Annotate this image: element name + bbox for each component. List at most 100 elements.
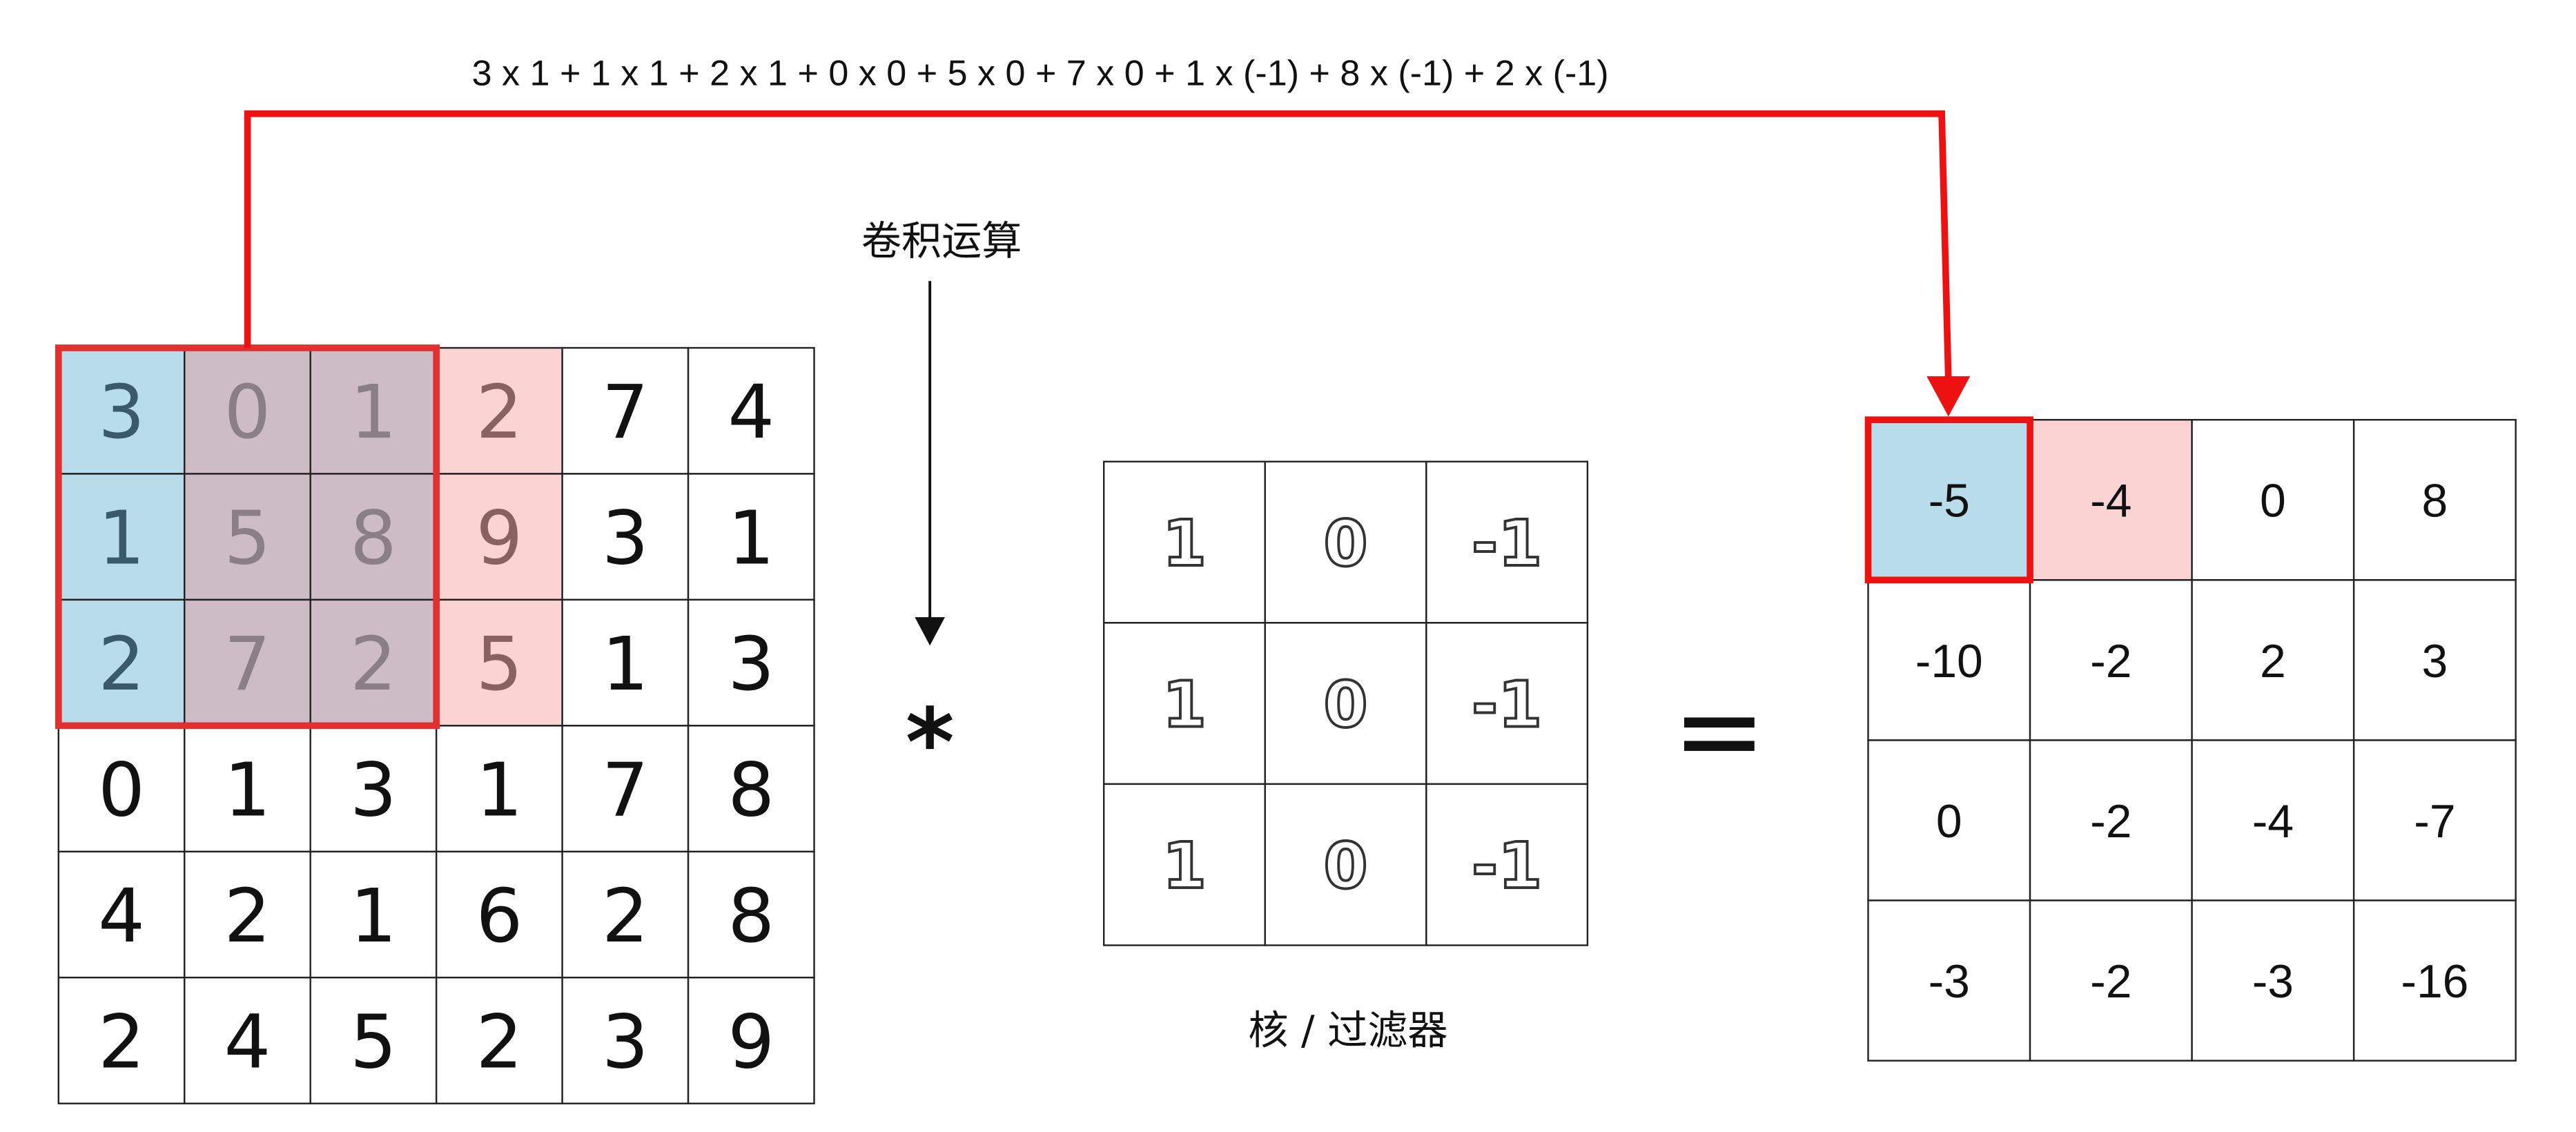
input-cell-value: 2 [350,622,397,708]
input-cell-value: 1 [476,748,523,834]
output-cell-value: -7 [2414,796,2455,848]
input-cell [184,347,311,475]
input-cell [57,347,186,475]
input-cell [687,850,815,979]
output-cell-value: -5 [1929,476,1970,527]
input-cell-value: 4 [98,874,145,959]
convolution-operator: * [906,688,955,797]
output-cell-value: 0 [2260,476,2286,527]
kernel-cell [1264,783,1427,946]
output-highlight-box [1864,416,2033,584]
input-cell-value: 5 [476,622,523,708]
input-cell-value: 0 [98,748,145,834]
input-cell [687,725,815,852]
input-cell [57,850,186,979]
kernel-cell [1102,783,1266,946]
kernel-cell [1264,460,1427,624]
input-cell [184,725,311,852]
input-cell-value: 1 [728,496,774,582]
input-cell-value: 8 [728,874,774,959]
output-cell [2191,739,2355,901]
input-cell-value: 0 [224,370,271,456]
input-cell-value: 4 [728,370,774,456]
input-cell-value: 6 [476,874,523,959]
output-cell-value: 8 [2422,476,2448,527]
equals-sign [1684,717,1755,728]
kernel-cell-value: 1 [1162,668,1207,742]
kernel-cell-value: 0 [1324,829,1368,903]
input-cell [435,473,563,601]
kernel-cell-value: -1 [1472,507,1542,580]
kernel-cell [1425,622,1589,785]
red-arrowhead [1926,376,1971,417]
kernel-cell [1425,783,1589,946]
input-cell [309,850,438,979]
input-cell-value: 2 [476,370,523,456]
input-cell-value: 3 [728,622,774,708]
output-cell-value: 2 [2260,636,2286,687]
kernel-cell [1264,622,1427,785]
output-cell [1867,579,2031,741]
input-cell [435,725,563,852]
output-cell [2352,739,2517,901]
input-cell [687,347,815,475]
kernel-label: 核 / 过滤器 [1248,1007,1447,1054]
operation-label: 卷积运算 [861,217,1022,264]
output-cell [2352,579,2517,741]
input-cell-value: 2 [602,874,649,959]
input-cell-value: 3 [602,999,649,1085]
input-cell-value: 1 [350,370,397,456]
input-cell [561,347,690,475]
down-arrowhead [915,617,945,646]
kernel-cell-value: 0 [1324,668,1368,742]
input-cell [57,725,186,852]
input-cell-value: 7 [224,622,271,708]
input-cell-value: 2 [224,874,271,959]
output-cell-value: -2 [2090,956,2131,1008]
output-cell [2352,899,2517,1062]
input-cell [435,347,563,475]
input-cell-value: 5 [224,496,271,582]
input-cell [57,977,186,1104]
kernel-cell-value: -1 [1472,668,1542,742]
output-cell-value: -10 [1915,636,1983,687]
output-cell-value: -2 [2090,636,2131,687]
output-cell [2191,418,2355,581]
input-cell [561,725,690,852]
input-cell-value: 8 [350,496,397,582]
input-cell-value: 7 [602,370,649,456]
input-cell-value: 3 [98,370,145,456]
input-cell-value: 1 [98,496,145,582]
output-cell-value: -3 [2252,956,2294,1008]
output-cell [2029,579,2193,741]
input-cell-value: 2 [98,622,145,708]
output-cell-value: -3 [1929,956,1970,1008]
formula-text: 3 x 1 + 1 x 1 + 2 x 1 + 0 x 0 + 5 x 0 + … [472,54,1609,94]
input-cell-value: 4 [224,999,271,1085]
input-cell [435,850,563,979]
input-cell-value: 3 [350,748,397,834]
output-cell-value: -4 [2252,796,2294,848]
equals-sign [1684,741,1755,751]
kernel-cell-value: -1 [1472,829,1542,903]
kernel-cell-value: 0 [1324,507,1368,580]
output-cell [1867,739,2031,901]
input-cell-value: 5 [350,999,397,1085]
input-cell-value: 8 [728,748,774,834]
input-cell [687,977,815,1104]
input-cell [561,598,690,727]
input-cell [309,725,438,852]
input-cell-value: 7 [602,748,649,834]
red-connector-line [244,110,1952,382]
input-cell-value: 2 [98,999,145,1085]
input-cell [184,473,311,601]
input-cell [435,977,563,1104]
output-cell [2191,899,2355,1062]
kernel-cell [1102,622,1266,785]
output-cell-value: -2 [2090,796,2131,848]
input-cell-value: 2 [476,999,523,1085]
input-cell [184,598,311,727]
